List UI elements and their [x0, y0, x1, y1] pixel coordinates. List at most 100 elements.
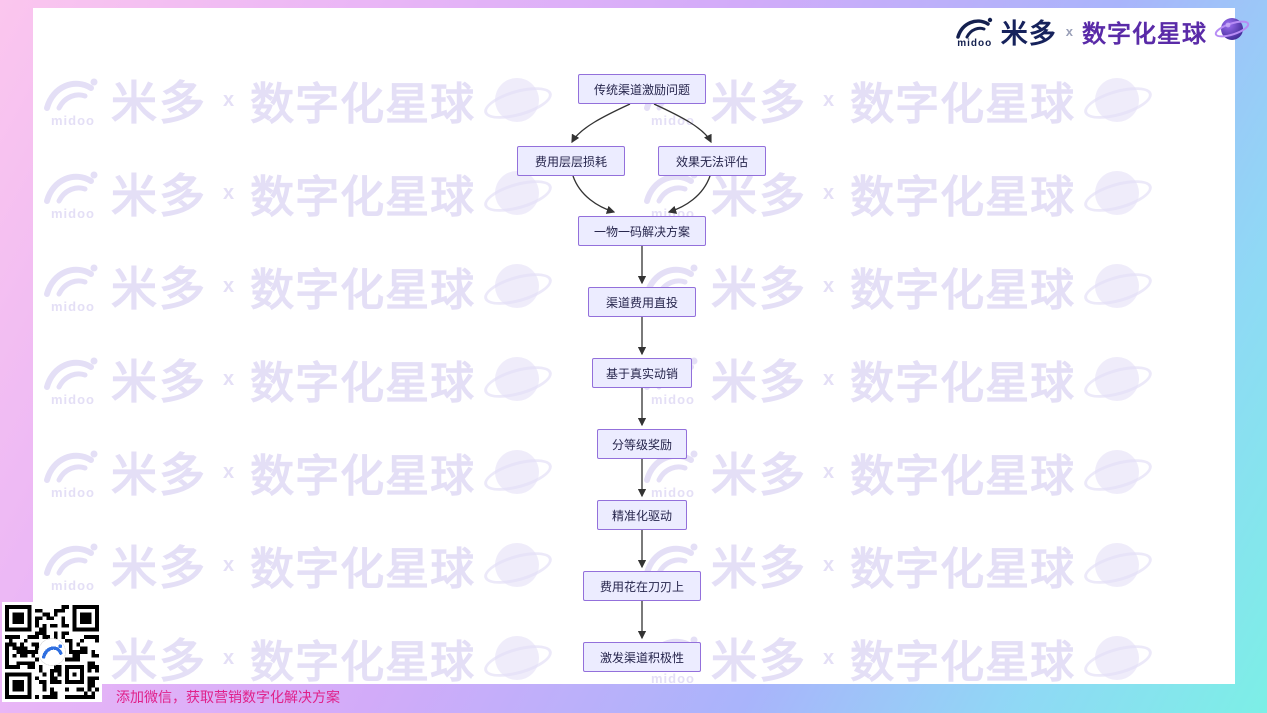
watermark-separator: x [823, 274, 835, 297]
watermark-partner-name: 数字化星球 [850, 359, 1076, 408]
watermark-partner-name: 数字化星球 [250, 359, 476, 408]
watermark-separator: x [223, 646, 235, 669]
watermark-midoo-name: 米多 [711, 170, 807, 222]
watermark-midoo-name: 米多 [111, 449, 207, 501]
flow-node-precision-driven: 精准化驱动 [597, 500, 687, 530]
planet-watermark-icon [480, 630, 556, 684]
qr-finder-bottom-left [5, 672, 32, 699]
partner-brand-name: 数字化星球 [1082, 21, 1207, 48]
flow-node-spend-wisely: 费用花在刀刃上 [583, 571, 701, 601]
midoo-logo-text: midoo [957, 37, 993, 49]
watermark-separator: x [223, 553, 235, 576]
watermark-partner-name: 数字化星球 [250, 545, 476, 594]
planet-watermark-icon [480, 351, 556, 407]
flow-node-cost-loss: 费用层层损耗 [517, 146, 625, 176]
flow-node-real-sales: 基于真实动销 [592, 358, 692, 388]
midoo-logo-watermark-icon: midoo [43, 351, 101, 407]
planet-watermark-icon [1080, 165, 1156, 221]
midoo-logo-icon: midoo [955, 15, 995, 49]
watermark-partner-name: 数字化星球 [850, 545, 1076, 594]
watermark-separator: x [223, 367, 235, 390]
midoo-logo-watermark-icon: midoo [43, 165, 101, 221]
watermark-partner-name: 数字化星球 [250, 173, 476, 222]
footer-wechat-cta: 添加微信，获取营销数字化解决方案 [116, 689, 340, 705]
watermark-separator: x [823, 646, 835, 669]
watermark-partner-name: 数字化星球 [850, 452, 1076, 501]
flow-node-effect-unmeasurable: 效果无法评估 [658, 146, 766, 176]
watermark-partner-name: 数字化星球 [250, 266, 476, 315]
flow-node-motivate-channel: 激发渠道积极性 [583, 642, 701, 672]
watermark-midoo-name: 米多 [711, 542, 807, 594]
qr-finder-top-right [72, 605, 99, 632]
midoo-logo-watermark-icon: midoo [43, 72, 101, 128]
planet-icon [1213, 13, 1251, 50]
qr-finder-top-left [5, 605, 32, 632]
watermark-separator: x [823, 460, 835, 483]
watermark-partner-name: 数字化星球 [250, 638, 476, 684]
flow-node-direct-spend: 渠道费用直投 [588, 287, 696, 317]
watermark-separator: x [223, 88, 235, 111]
planet-watermark-icon [480, 444, 556, 500]
midoo-brand-name: 米多 [1000, 19, 1057, 49]
brand-separator: x [1065, 24, 1073, 39]
planet-watermark-icon [1080, 258, 1156, 314]
watermark-midoo-name: 米多 [111, 356, 207, 408]
watermark-midoo-name: 米多 [111, 635, 207, 684]
watermark-separator: x [823, 367, 835, 390]
watermark-midoo-name: 米多 [711, 449, 807, 501]
watermark-separator: x [823, 181, 835, 204]
planet-watermark-icon [480, 258, 556, 314]
watermark-separator: x [223, 181, 235, 204]
watermark-partner-name: 数字化星球 [250, 452, 476, 501]
watermark-midoo-name: 米多 [111, 263, 207, 315]
midoo-logo-watermark-icon: midoo [43, 537, 101, 593]
watermark-separator: x [223, 274, 235, 297]
watermark-separator: x [223, 460, 235, 483]
qr-center-logo [38, 638, 66, 666]
planet-watermark-icon [1080, 444, 1156, 500]
qr-code [2, 602, 102, 702]
watermark-midoo-name: 米多 [711, 77, 807, 129]
watermark-midoo-name: 米多 [711, 263, 807, 315]
watermark-partner-name: 数字化星球 [850, 638, 1076, 684]
planet-watermark-icon [480, 537, 556, 593]
watermark-partner-name: 数字化星球 [850, 80, 1076, 129]
midoo-logo-watermark-icon: midoo [43, 258, 101, 314]
planet-watermark-icon [1080, 537, 1156, 593]
watermark-midoo-name: 米多 [111, 542, 207, 594]
watermark-midoo-name: 米多 [711, 356, 807, 408]
flow-node-solution: 一物一码解决方案 [578, 216, 706, 246]
midoo-logo-watermark-icon: midoo [43, 444, 101, 500]
header-brand: midoo 米多 x 数字化星球 [955, 12, 1251, 51]
watermark-midoo-name: 米多 [111, 77, 207, 129]
watermark-midoo-name: 米多 [711, 635, 807, 684]
watermark-partner-name: 数字化星球 [850, 266, 1076, 315]
watermark-partner-name: 数字化星球 [250, 80, 476, 129]
planet-watermark-icon [480, 165, 556, 221]
planet-watermark-icon [1080, 72, 1156, 128]
planet-watermark-icon [1080, 351, 1156, 407]
flow-node-tiered-rewards: 分等级奖励 [597, 429, 687, 459]
planet-watermark-icon [480, 72, 556, 128]
flow-node-problem: 传统渠道激励问题 [578, 74, 706, 104]
watermark-partner-name: 数字化星球 [850, 173, 1076, 222]
watermark-separator: x [823, 88, 835, 111]
